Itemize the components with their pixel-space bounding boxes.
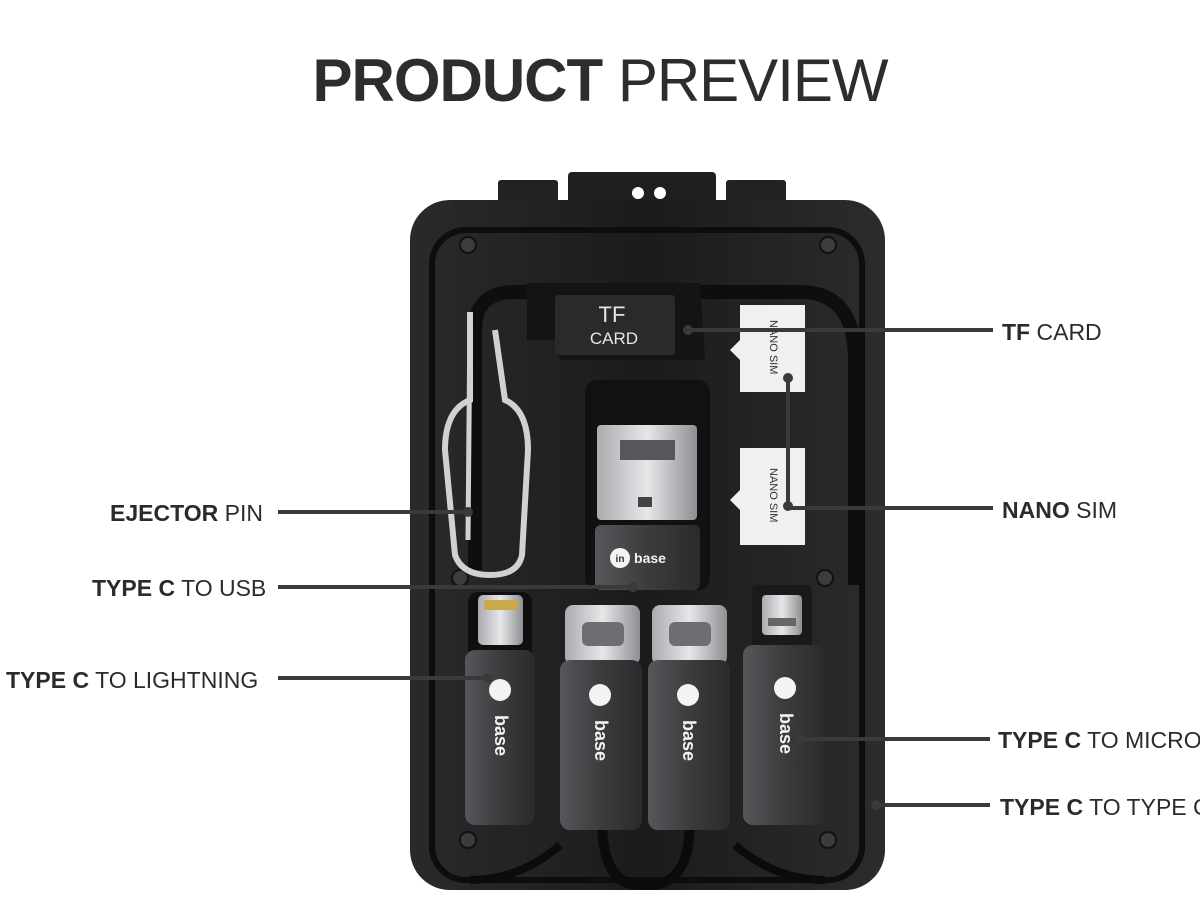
label-type-c-usb-light: TO USB [181,575,267,601]
label-type-c-type-c-bold: TYPE C [1000,794,1084,820]
type-c-to-type-c-adapter-1: base [560,605,642,830]
type-c-to-micro-adapter: base [743,585,825,825]
leader-type-c-type-c [876,803,990,807]
label-nano-sim: NANO SIM [1002,496,1117,524]
label-nano-sim-bold: NANO [1002,497,1070,523]
sim-card-bottom: NANO SIM [730,448,805,545]
leader-dot-nano-sim-bottom [783,501,793,511]
leader-tf-card [688,328,993,332]
micro-brand: base [776,713,796,754]
tf-card-text-line1: TF [599,302,626,327]
label-nano-sim-light: SIM [1076,497,1118,523]
leader-nano-sim-vertical [786,378,790,510]
leader-dot-tf-card [683,325,693,335]
leader-type-c-usb [278,585,633,589]
type-c-2-brand: base [679,720,699,761]
type-c-to-lightning-adapter: base [465,592,535,825]
label-type-c-micro-bold: TYPE C [998,727,1082,753]
title-bold: PRODUCT [312,47,603,115]
usb-brand-mark: in [616,554,625,565]
leader-type-c-lightning [278,676,488,680]
tf-card-text-line2: CARD [590,329,638,348]
sim-card-bottom-label: NANO SIM [767,468,779,522]
label-type-c-micro-light: TO MICRO [1087,727,1200,753]
leader-dot-nano-sim-top [783,373,793,383]
leader-dot-type-c-micro [795,734,805,744]
label-type-c-usb: TYPE C TO USB [92,574,266,602]
label-type-c-lightning-bold: TYPE C [6,667,90,693]
leader-dot-type-c-usb [628,582,638,592]
type-c-to-type-c-adapter-2: base [648,605,730,830]
label-ejector-pin-bold: EJECTOR [110,500,219,526]
label-type-c-lightning: TYPE C TO LIGHTNING [6,666,258,694]
label-ejector-pin-light: PIN [224,500,263,526]
label-type-c-type-c-light: TO TYPE C [1089,794,1200,820]
leader-nano-sim [788,506,993,510]
label-type-c-usb-bold: TYPE C [92,575,176,601]
sim-card-top: NANO SIM [730,305,805,392]
label-type-c-type-c: TYPE C TO TYPE C [1000,793,1200,821]
leader-type-c-micro [800,737,990,741]
usb-brand: base [634,550,666,566]
type-c-to-usb-adapter: in base [585,380,710,590]
title-light: PREVIEW [617,47,889,115]
page-title: PRODUCT PREVIEW [0,46,1200,116]
leader-dot-ejector-pin [463,507,473,517]
label-tf-card: TF CARD [1002,318,1102,346]
label-tf-card-light: CARD [1036,319,1102,345]
leader-ejector-pin [278,510,468,514]
ejector-pin [441,311,532,579]
type-c-1-brand: base [591,720,611,761]
leader-dot-type-c-type-c [871,800,881,810]
case-hinge [498,172,786,220]
tf-card: TF CARD [527,283,705,360]
label-type-c-micro: TYPE C TO MICRO [998,726,1200,754]
leader-dot-type-c-lightning [483,673,493,683]
sim-card-top-label: NANO SIM [767,320,779,374]
label-type-c-lightning-light: TO LIGHTNING [95,667,259,693]
label-tf-card-bold: TF [1002,319,1031,345]
lightning-brand: base [491,715,511,756]
label-ejector-pin: EJECTOR PIN [110,499,263,527]
